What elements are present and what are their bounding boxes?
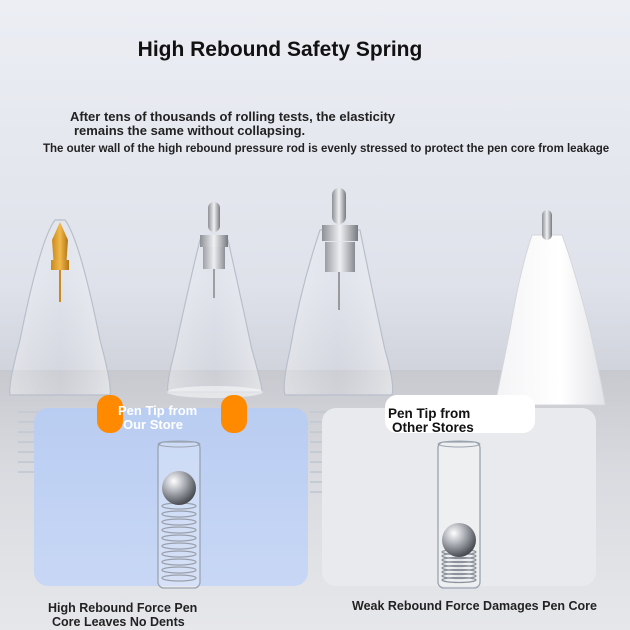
cone-clear-small [167,202,263,398]
caption-our-store-line-2: Core Leaves No Dents [52,615,185,629]
label-background [385,395,535,433]
label-other-stores-line-2: Other Stores [392,420,474,435]
caption-our-store-line-1: High Rebound Force Pen [48,601,198,615]
pen-tips-illustration [9,188,606,493]
cone-white [494,210,606,406]
steel-ball [442,523,476,557]
description: The outer wall of the high rebound press… [43,143,610,155]
label-our-store: Pen Tip from Our Store [118,404,228,432]
subtitle-line-1: After tens of thousands of rolling tests… [70,109,396,124]
caption-our-store: High Rebound Force Pen Core Leaves No De… [48,601,248,629]
label-our-store-line-1: Pen Tip from [118,403,198,418]
label-our-store-line-2: Our Store [123,417,183,432]
subtitle-line-2: remains the same without collapsing. [74,123,306,138]
caption-other-stores: Weak Rebound Force Damages Pen Core [352,599,597,613]
label-accent-left [97,395,123,433]
tube-weak-rebound [437,440,481,589]
label-other-stores: Pen Tip from Other Stores [388,407,508,435]
steel-ball [162,471,196,505]
label-other-stores-line-1: Pen Tip from [388,406,471,421]
tube-high-rebound [157,440,201,589]
subtitle: After tens of thousands of rolling tests… [70,110,470,138]
page-title: High Rebound Safety Spring [137,38,423,61]
label-accent-right [221,395,247,433]
